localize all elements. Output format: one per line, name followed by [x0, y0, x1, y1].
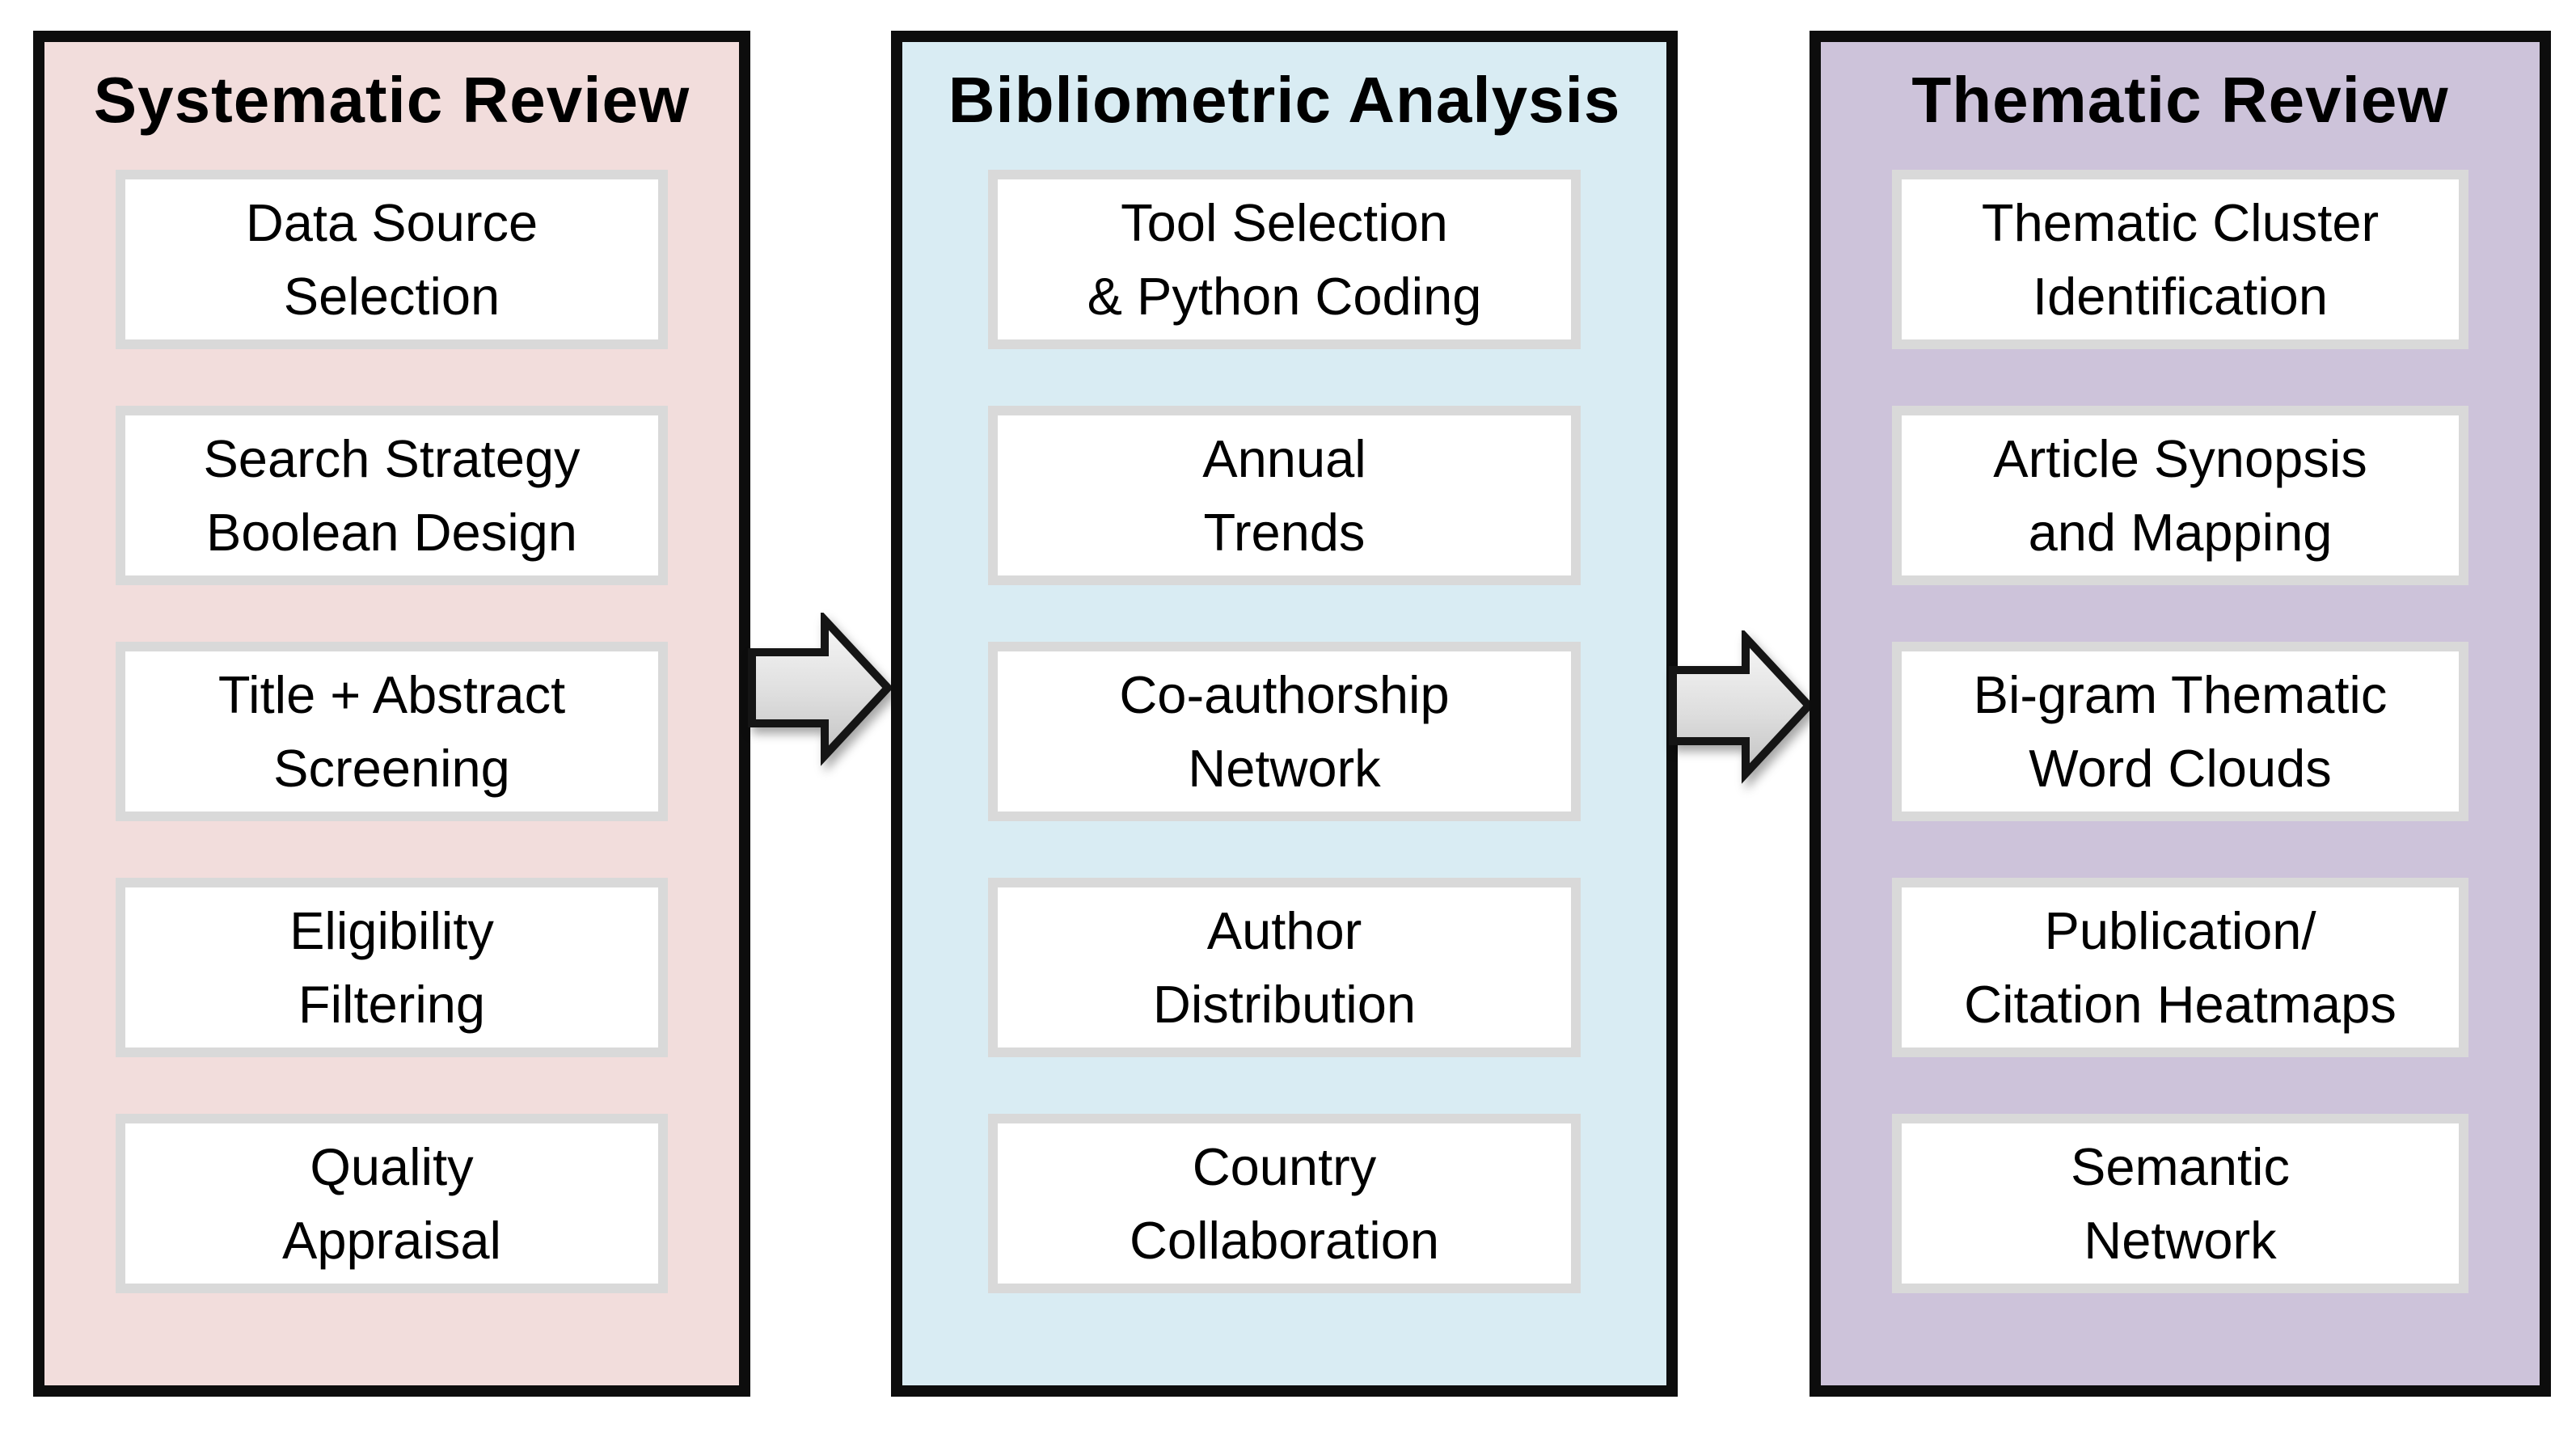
column-bibliometric-analysis: Bibliometric Analysis Tool Selection & P…: [891, 31, 1678, 1397]
process-box: Eligibility Filtering: [116, 878, 668, 1057]
column-thematic-review: Thematic Review Thematic Cluster Identif…: [1810, 31, 2551, 1397]
process-box: Semantic Network: [1892, 1114, 2468, 1293]
process-box: Annual Trends: [988, 406, 1581, 585]
process-box-label: Semantic Network: [2071, 1137, 2290, 1270]
process-box: Quality Appraisal: [116, 1114, 668, 1293]
process-box: Country Collaboration: [988, 1114, 1581, 1293]
process-box: Article Synopsis and Mapping: [1892, 406, 2468, 585]
process-box-label: Data Source Selection: [245, 193, 538, 326]
process-box-label: Quality Appraisal: [282, 1137, 501, 1270]
process-box-label: Country Collaboration: [1129, 1137, 1440, 1270]
process-box-label: Search Strategy Boolean Design: [203, 429, 581, 562]
column-systematic-review: Systematic Review Data Source Selection …: [33, 31, 750, 1397]
process-box-label: Publication/ Citation Heatmaps: [1964, 901, 2397, 1034]
process-box-label: Thematic Cluster Identification: [1981, 193, 2380, 326]
process-box: Co-authorship Network: [988, 642, 1581, 821]
process-box-label: Tool Selection & Python Coding: [1087, 193, 1482, 326]
process-box-label: Author Distribution: [1152, 901, 1417, 1034]
process-box: Thematic Cluster Identification: [1892, 170, 2468, 349]
process-box: Bi-gram Thematic Word Clouds: [1892, 642, 2468, 821]
right-arrow-icon: [748, 613, 893, 766]
process-box-label: Annual Trends: [1202, 429, 1366, 562]
process-box-label: Title + Abstract Screening: [217, 665, 566, 798]
column-title: Bibliometric Analysis: [948, 64, 1621, 136]
process-box-label: Co-authorship Network: [1119, 665, 1450, 798]
process-box: Search Strategy Boolean Design: [116, 406, 668, 585]
process-box: Author Distribution: [988, 878, 1581, 1057]
column-title: Systematic Review: [93, 64, 690, 136]
process-box-label: Article Synopsis and Mapping: [1993, 429, 2367, 562]
process-box: Publication/ Citation Heatmaps: [1892, 878, 2468, 1057]
right-arrow-icon: [1669, 630, 1814, 784]
process-box-label: Eligibility Filtering: [289, 901, 494, 1034]
column-title: Thematic Review: [1911, 64, 2449, 136]
process-box: Tool Selection & Python Coding: [988, 170, 1581, 349]
process-box-label: Bi-gram Thematic Word Clouds: [1973, 665, 2388, 798]
process-box: Data Source Selection: [116, 170, 668, 349]
process-box: Title + Abstract Screening: [116, 642, 668, 821]
